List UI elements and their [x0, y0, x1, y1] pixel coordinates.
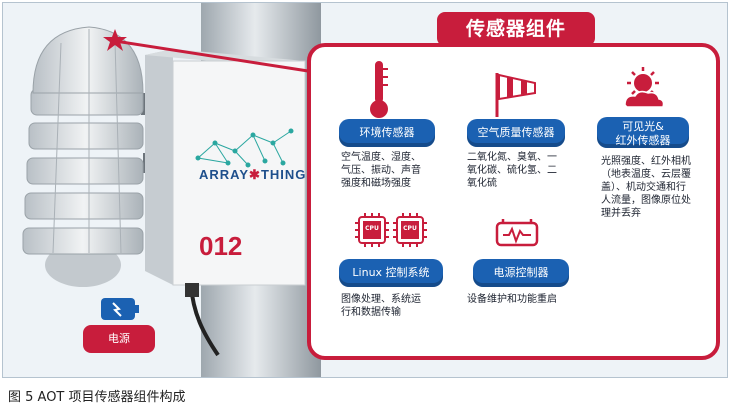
power-monitor-icon: [495, 219, 539, 247]
panel-title: 传感器组件: [437, 12, 595, 46]
device-logo: ARRAY✱THINGS: [199, 167, 316, 183]
title-line: 可见光&: [622, 120, 664, 133]
card-title-environment: 环境传感器: [339, 119, 435, 147]
card-desc-power-controller: 设备维护和功能重启: [467, 293, 587, 306]
battery-icon: [101, 298, 139, 320]
windsock-icon: [495, 73, 536, 117]
radiation-shield: [22, 26, 144, 287]
card-title-visible-ir: 可见光& 红外传感器: [597, 117, 689, 148]
device-illustration: [22, 3, 321, 377]
desc-line: 图像处理、系统运: [341, 294, 421, 305]
desc-line: 设备维护和功能重启: [467, 294, 557, 305]
desc-line: 盖）、机动交通和行: [601, 182, 686, 193]
thermometer-icon: [370, 61, 388, 118]
desc-line: 氧化碳、硫化氢、二: [467, 165, 557, 176]
card-desc-air-quality: 二氧化氮、臭氧、一 氧化碳、硫化氢、二 氧化硫: [467, 151, 579, 190]
desc-line: 理并丢弃: [601, 208, 641, 219]
star-icon: [103, 29, 127, 51]
cpu-label: CPU: [403, 225, 417, 232]
desc-line: 二氧化氮、臭氧、一: [467, 152, 557, 163]
cpu-icon: CPU: [393, 213, 427, 247]
card-desc-environment: 空气温度、湿度、 气压、振动、声音 强度和磁场强度: [341, 151, 453, 190]
card-desc-visible-ir: 光照强度、红外相机 （地表温度、云层覆 盖）、机动交通和行 人流量，图像原位处 …: [601, 155, 719, 220]
enclosure-side: [145, 49, 173, 285]
desc-line: 强度和磁场强度: [341, 178, 411, 189]
desc-line: 空气温度、湿度、: [341, 152, 421, 163]
pointer-line: [114, 39, 309, 73]
figure: ARRAY✱THINGS 012 电源 传感器组件 环境传感器 空气温度、湿度、…: [2, 2, 728, 378]
desc-line: （地表温度、云层覆: [601, 169, 691, 180]
logo-right-text: THINGS: [260, 167, 317, 182]
logo-left-text: ARRAY: [199, 167, 250, 182]
card-title-air-quality: 空气质量传感器: [467, 119, 565, 147]
desc-line: 光照强度、红外相机: [601, 156, 691, 167]
logo-star-icon: ✱: [249, 167, 261, 182]
cable-connector: [185, 283, 199, 297]
card-title-power-controller: 电源控制器: [473, 259, 569, 287]
desc-line: 行和数据传输: [341, 307, 401, 318]
sensor-panel: 环境传感器 空气温度、湿度、 气压、振动、声音 强度和磁场强度 空气质量传感器 …: [307, 43, 720, 360]
desc-line: 气压、振动、声音: [341, 165, 421, 176]
cpu-label: CPU: [365, 225, 379, 232]
desc-line: 氧化硫: [467, 178, 497, 189]
desc-line: 人流量，图像原位处: [601, 195, 691, 206]
card-title-linux: Linux 控制系统: [339, 259, 443, 287]
figure-caption: 图 5 AOT 项目传感器组件构成: [8, 390, 186, 405]
power-badge: 电源: [83, 325, 155, 353]
logo-network: [195, 128, 294, 168]
title-line: 红外传感器: [615, 134, 671, 147]
enclosure-front: [172, 60, 306, 286]
cpu-icon: CPU: [355, 213, 389, 247]
card-desc-linux: 图像处理、系统运 行和数据传输: [341, 293, 453, 319]
sun-cloud-icon: [624, 67, 665, 108]
unit-number: 012: [199, 231, 243, 261]
